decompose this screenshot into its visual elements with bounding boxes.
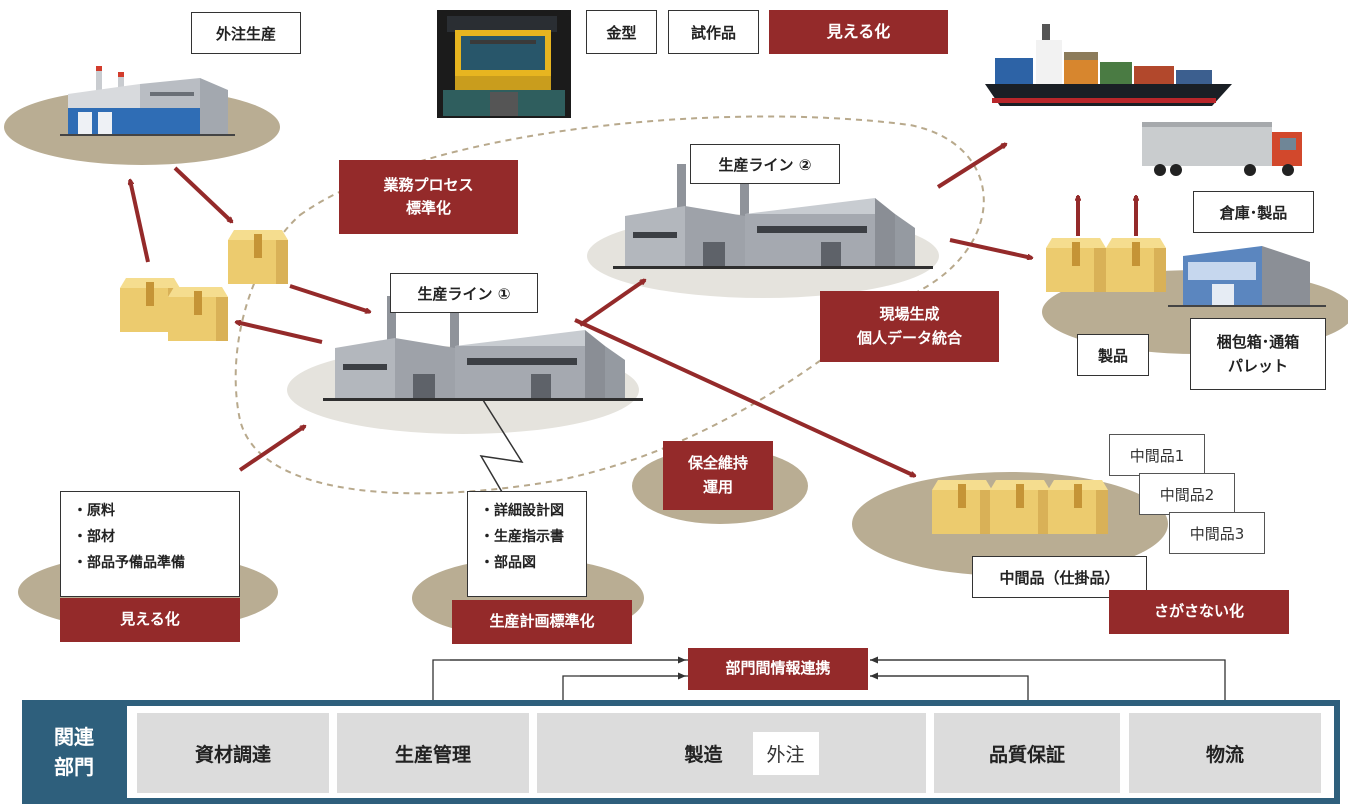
dept-logistics: 物流 bbox=[1129, 713, 1321, 793]
docs-item: 生産指示書 bbox=[480, 524, 574, 550]
dept-manufacturing: 製造 外注 bbox=[537, 713, 926, 793]
docs-item: 部品図 bbox=[480, 550, 574, 576]
packing-line2: パレット bbox=[1227, 357, 1288, 375]
dept-quality-assurance: 品質保証 bbox=[934, 713, 1120, 793]
process-standardization-badge: 業務プロセス 標準化 bbox=[339, 160, 518, 234]
dept-procurement: 資材調達 bbox=[137, 713, 329, 793]
departments-title: 関連 部門 bbox=[22, 700, 126, 804]
departments-title-line2: 部門 bbox=[54, 755, 94, 779]
process-std-line1: 業務プロセス bbox=[383, 175, 474, 194]
outsourcing-label: 外注生産 bbox=[191, 12, 301, 54]
maintenance-line1: 保全維持 bbox=[687, 454, 748, 473]
intermediate-3-label: 中間品3 bbox=[1169, 512, 1265, 554]
dept-outsource-tag: 外注 bbox=[752, 731, 819, 775]
docs-item: 詳細設計図 bbox=[480, 498, 574, 524]
packing-line1: 梱包箱･通箱 bbox=[1216, 333, 1300, 351]
field-data-line1: 現場生成 bbox=[879, 305, 940, 324]
field-data-line2: 個人データ統合 bbox=[856, 328, 962, 347]
prototype-label: 試作品 bbox=[668, 10, 759, 54]
dept-production-management: 生産管理 bbox=[337, 713, 529, 793]
line2-label: 生産ライン ② bbox=[690, 144, 840, 184]
visualization-bottom-badge: 見える化 bbox=[60, 598, 240, 642]
mold-label: 金型 bbox=[586, 10, 657, 54]
maintenance-line2: 運用 bbox=[702, 477, 733, 496]
docs-list: 詳細設計図 生産指示書 部品図 bbox=[467, 491, 587, 597]
maintenance-badge: 保全維持 運用 bbox=[663, 441, 773, 510]
visualization-top-badge: 見える化 bbox=[769, 10, 948, 54]
materials-list: 原料 部材 部品予備品準備 bbox=[60, 491, 240, 597]
intermediate-1-label: 中間品1 bbox=[1109, 434, 1205, 476]
process-std-line2: 標準化 bbox=[405, 199, 451, 217]
info-link-badge: 部門間情報連携 bbox=[688, 648, 868, 690]
line1-label: 生産ライン ① bbox=[390, 273, 538, 313]
warehouse-label: 倉庫･製品 bbox=[1193, 191, 1314, 233]
departments-title-line1: 関連 bbox=[54, 725, 94, 749]
materials-item: 部品予備品準備 bbox=[73, 550, 227, 576]
materials-item: 部材 bbox=[73, 524, 227, 550]
plan-standardization-badge: 生産計画標準化 bbox=[452, 600, 632, 644]
field-data-badge: 現場生成 個人データ統合 bbox=[820, 291, 999, 362]
packing-label: 梱包箱･通箱 パレット bbox=[1190, 318, 1326, 390]
product-label: 製品 bbox=[1077, 334, 1149, 376]
intermediate-2-label: 中間品2 bbox=[1139, 473, 1235, 515]
no-search-badge: さがさない化 bbox=[1109, 590, 1289, 634]
materials-item: 原料 bbox=[73, 498, 227, 524]
dept-manufacturing-label: 製造 bbox=[684, 743, 723, 766]
